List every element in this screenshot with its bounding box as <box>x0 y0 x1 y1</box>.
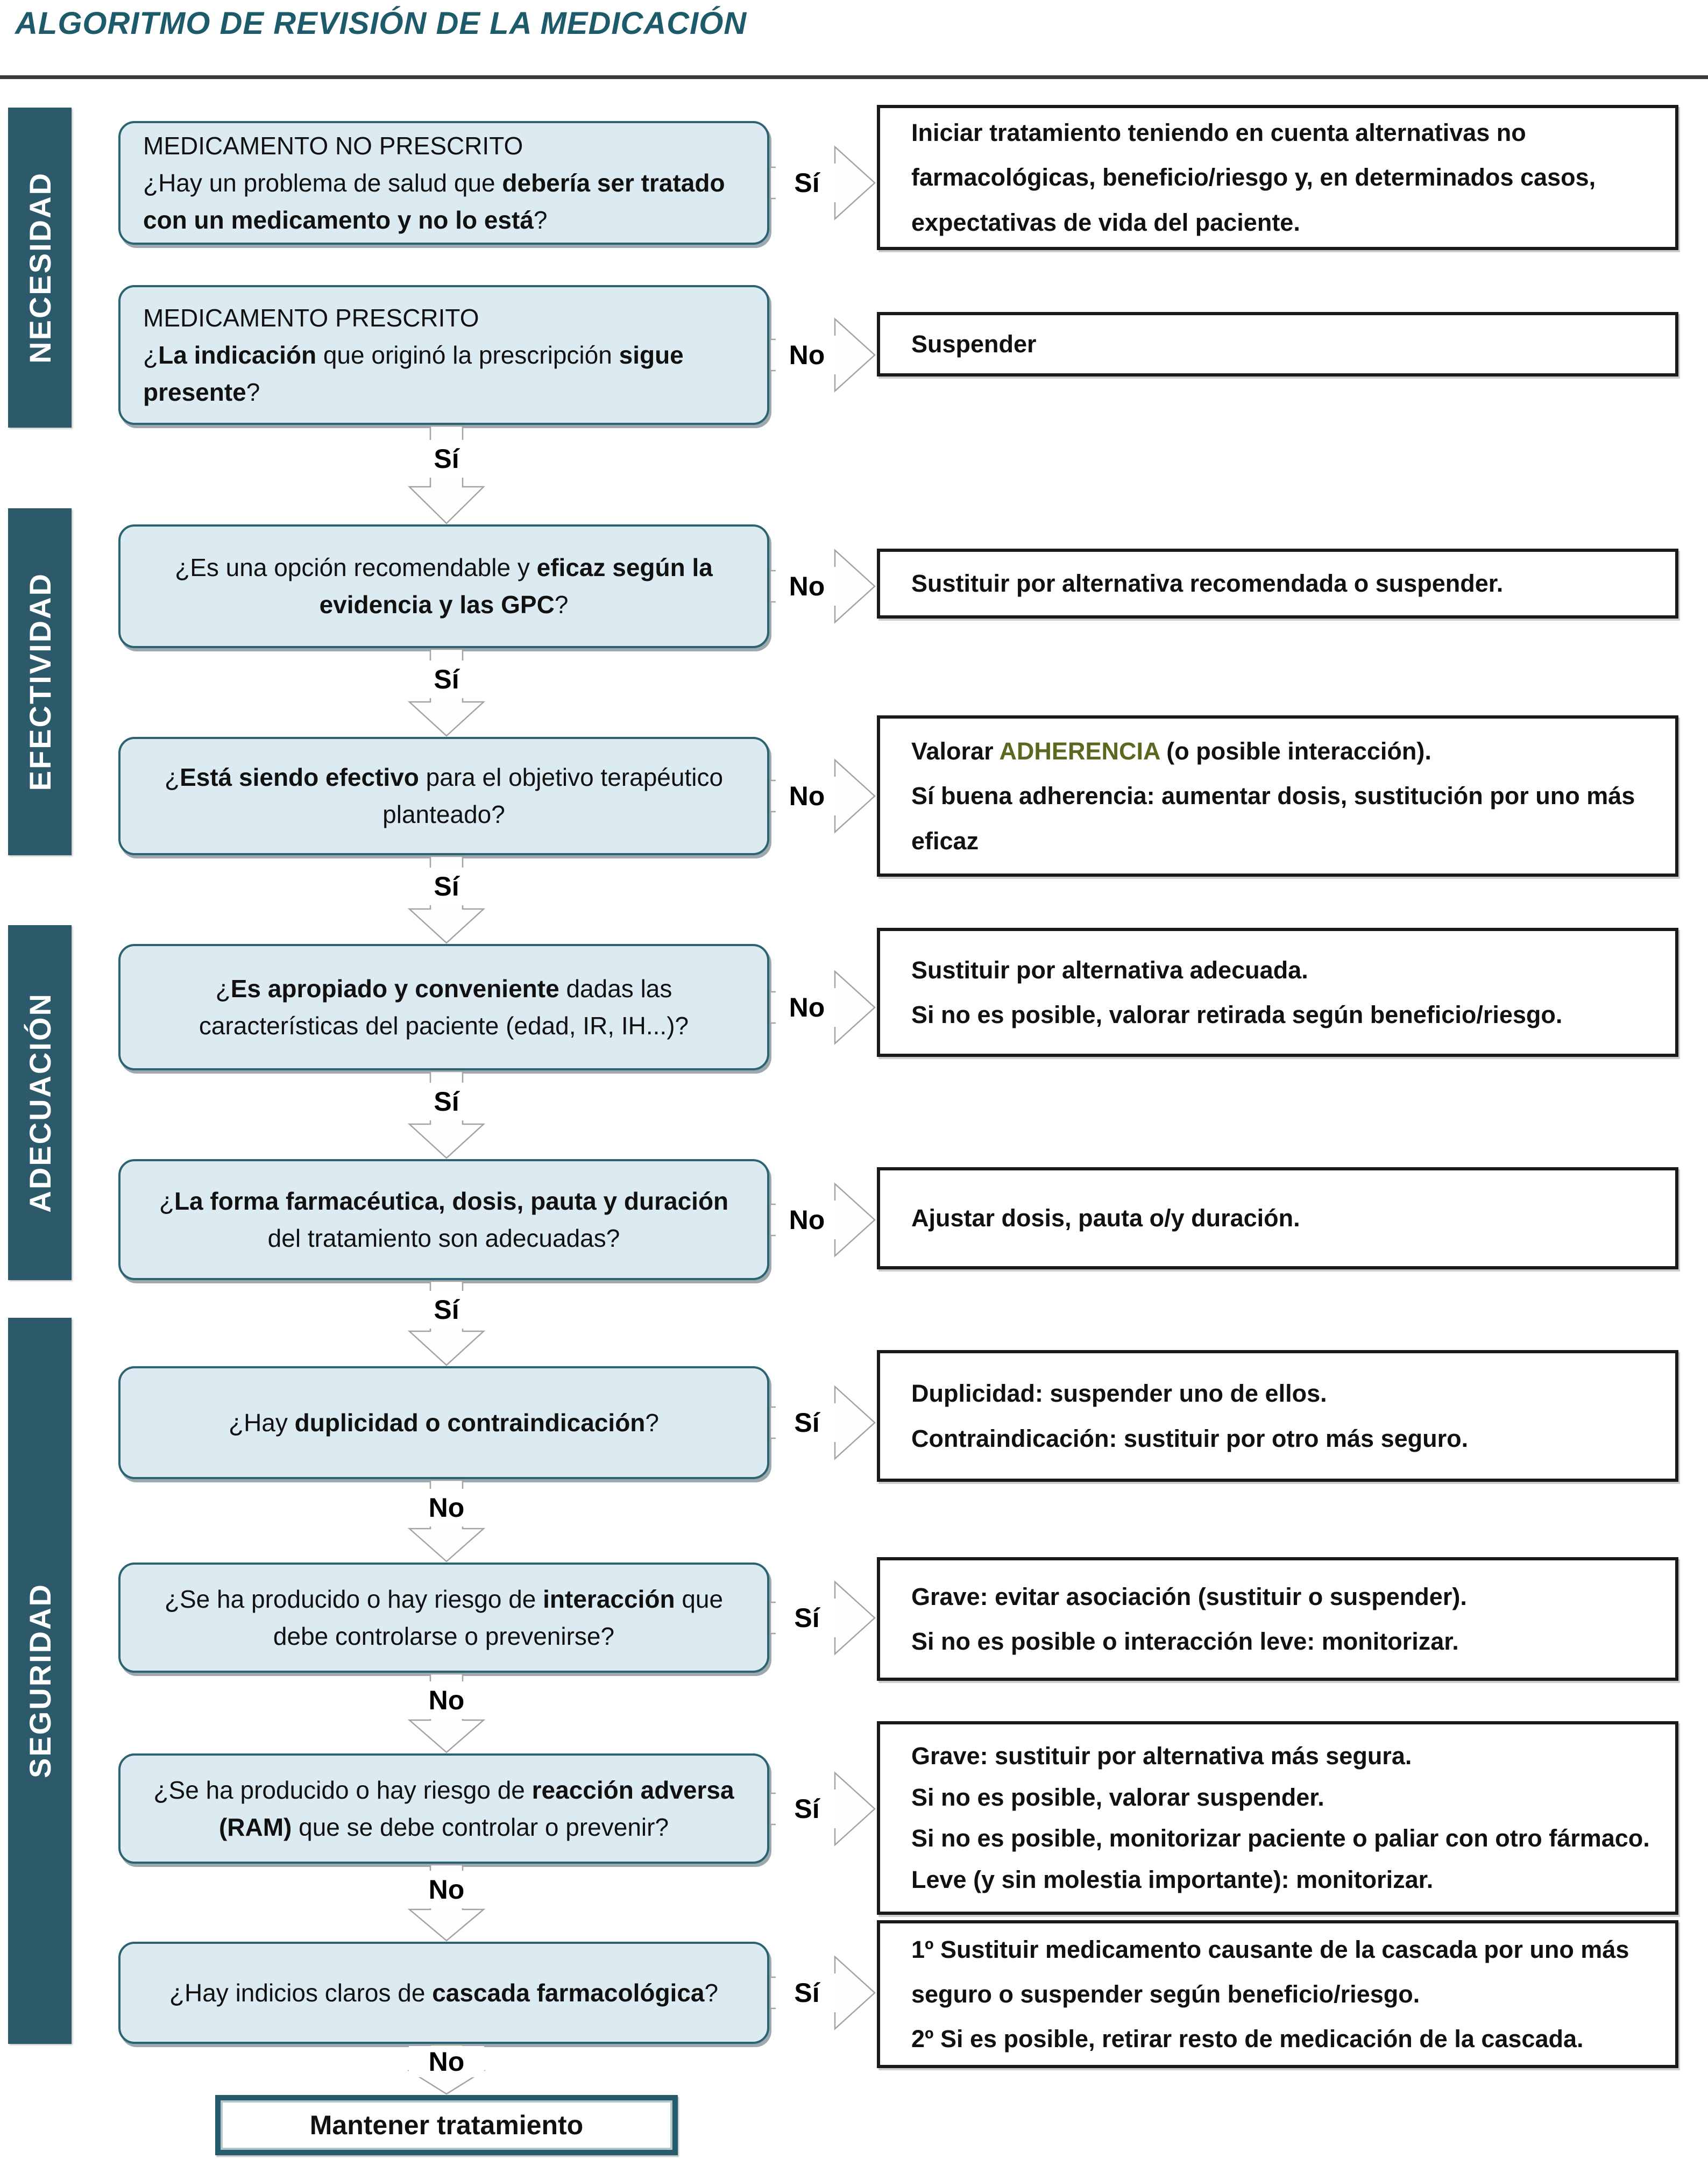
answer-box-4: Valorar ADHERENCIA (o posible interacció… <box>877 715 1678 877</box>
answer-box-9: Grave: sustituir por alternativa más seg… <box>877 1721 1678 1915</box>
question-box-3: ¿Es una opción recomendable y eficaz seg… <box>118 524 769 648</box>
answer-box-7: Duplicidad: suspender uno de ellos. Cont… <box>877 1350 1678 1482</box>
final-box-label: Mantener tratamiento <box>309 2110 584 2140</box>
answer-text: Si no es posible o interacción leve: mon… <box>911 1628 1459 1655</box>
question-box-2: MEDICAMENTO PRESCRITO ¿La indicación que… <box>118 285 769 425</box>
question-box-6: ¿La forma farmacéutica, dosis, pauta y d… <box>118 1159 769 1280</box>
section-label: ADECUACIÓN <box>23 992 57 1213</box>
question-text: ¿La indicación que originó la prescripci… <box>143 340 684 406</box>
section-bar-adecuacion: ADECUACIÓN <box>8 925 72 1280</box>
answer-text: Ajustar dosis, pauta o/y duración. <box>911 1204 1300 1232</box>
branch-label-no: No <box>409 1681 484 1719</box>
answer-text: Si no es posible, valorar suspender. <box>911 1783 1324 1811</box>
answer-text: Suspender <box>911 330 1037 358</box>
page-title: ALGORITMO DE REVISIÓN DE LA MEDICACIÓN <box>15 6 747 41</box>
question-title: MEDICAMENTO NO PRESCRITO <box>143 131 523 160</box>
section-label: EFECTIVIDAD <box>23 572 57 791</box>
branch-label-no: No <box>776 777 838 815</box>
branch-label-no: No <box>776 336 838 374</box>
question-box-9: ¿Se ha producido o hay riesgo de reacció… <box>118 1753 769 1864</box>
answer-text: Valorar ADHERENCIA (o posible interacció… <box>911 737 1431 765</box>
title-underline <box>0 75 1708 79</box>
section-label: NECESIDAD <box>23 172 57 364</box>
answer-text: Duplicidad: suspender uno de ellos. <box>911 1380 1327 1408</box>
question-text: ¿Se ha producido o hay riesgo de interac… <box>164 1585 724 1650</box>
question-text: ¿Hay un problema de salud que debería se… <box>143 168 725 234</box>
question-text: ¿Hay indicios claros de cascada farmacol… <box>169 1978 719 2007</box>
question-box-7: ¿Hay duplicidad o contraindicación? <box>118 1366 769 1479</box>
answer-text: Iniciar tratamiento teniendo en cuenta a… <box>911 119 1596 236</box>
branch-label-no: No <box>409 1489 484 1526</box>
answer-box-3: Sustituir por alternativa recomendada o … <box>877 549 1678 619</box>
question-box-4: ¿Está siendo efectivo para el objetivo t… <box>118 737 769 855</box>
branch-label-no: No <box>409 1871 484 1908</box>
branch-label-si: Sí <box>776 1789 838 1828</box>
branch-label-si: Sí <box>776 1403 838 1442</box>
section-bar-necesidad: NECESIDAD <box>8 108 72 428</box>
branch-label-si: Sí <box>409 1083 484 1120</box>
question-box-10: ¿Hay indicios claros de cascada farmacol… <box>118 1942 769 2044</box>
branch-label-no: No <box>409 2046 484 2077</box>
answer-text: Si no es posible, monitorizar paciente o… <box>911 1824 1650 1852</box>
answer-box-5: Sustituir por alternativa adecuada. Si n… <box>877 928 1678 1057</box>
branch-label-no: No <box>776 1201 838 1239</box>
answer-box-1: Iniciar tratamiento teniendo en cuenta a… <box>877 105 1678 250</box>
branch-label-si: Sí <box>409 1291 484 1329</box>
question-box-8: ¿Se ha producido o hay riesgo de interac… <box>118 1563 769 1673</box>
branch-label-si: Sí <box>409 661 484 698</box>
question-box-1: MEDICAMENTO NO PRESCRITO ¿Hay un problem… <box>118 121 769 245</box>
answer-text: Grave: evitar asociación (sustituir o su… <box>911 1582 1467 1610</box>
branch-label-no: No <box>776 567 838 606</box>
section-bar-efectividad: EFECTIVIDAD <box>8 508 72 855</box>
branch-label-si: Sí <box>776 1973 838 2012</box>
answer-text: 2º Si es posible, retirar resto de medic… <box>911 2025 1584 2053</box>
answer-box-10: 1º Sustituir medicamento causante de la … <box>877 1920 1678 2068</box>
branch-label-no: No <box>776 988 838 1027</box>
answer-text: Grave: sustituir por alternativa más seg… <box>911 1742 1412 1770</box>
section-bar-seguridad: SEGURIDAD <box>8 1318 72 2044</box>
question-title: MEDICAMENTO PRESCRITO <box>143 303 479 332</box>
question-text: ¿Hay duplicidad o contraindicación? <box>228 1408 659 1437</box>
question-text: ¿Es apropiado y conveniente dadas las ca… <box>199 974 689 1040</box>
question-text: ¿La forma farmacéutica, dosis, pauta y d… <box>159 1187 729 1252</box>
answer-box-8: Grave: evitar asociación (sustituir o su… <box>877 1557 1678 1681</box>
section-label: SEGURIDAD <box>23 1583 57 1779</box>
branch-label-si: Sí <box>776 1599 838 1637</box>
final-box-mantener-tratamiento: Mantener tratamiento <box>215 2095 678 2155</box>
answer-text: Si no es posible, valorar retirada según… <box>911 1001 1563 1028</box>
branch-label-si: Sí <box>409 868 484 905</box>
answer-text: Sí buena adherencia: aumentar dosis, sus… <box>911 782 1635 855</box>
branch-label-si: Sí <box>409 440 484 478</box>
answer-box-6: Ajustar dosis, pauta o/y duración. <box>877 1167 1678 1269</box>
answer-text: Sustituir por alternativa adecuada. <box>911 956 1308 984</box>
question-text: ¿Es una opción recomendable y eficaz seg… <box>175 553 713 619</box>
answer-text: Contraindicación: sustituir por otro más… <box>911 1424 1469 1452</box>
question-text: ¿Se ha producido o hay riesgo de reacció… <box>153 1776 734 1841</box>
question-text: ¿Está siendo efectivo para el objetivo t… <box>164 763 724 828</box>
answer-text: 1º Sustituir medicamento causante de la … <box>911 1935 1629 2008</box>
answer-text: Sustituir por alternativa recomendada o … <box>911 570 1504 598</box>
question-box-5: ¿Es apropiado y conveniente dadas las ca… <box>118 944 769 1070</box>
answer-box-2: Suspender <box>877 312 1678 377</box>
branch-label-si: Sí <box>776 164 838 202</box>
answer-text: Leve (y sin molestia importante): monito… <box>911 1865 1434 1893</box>
